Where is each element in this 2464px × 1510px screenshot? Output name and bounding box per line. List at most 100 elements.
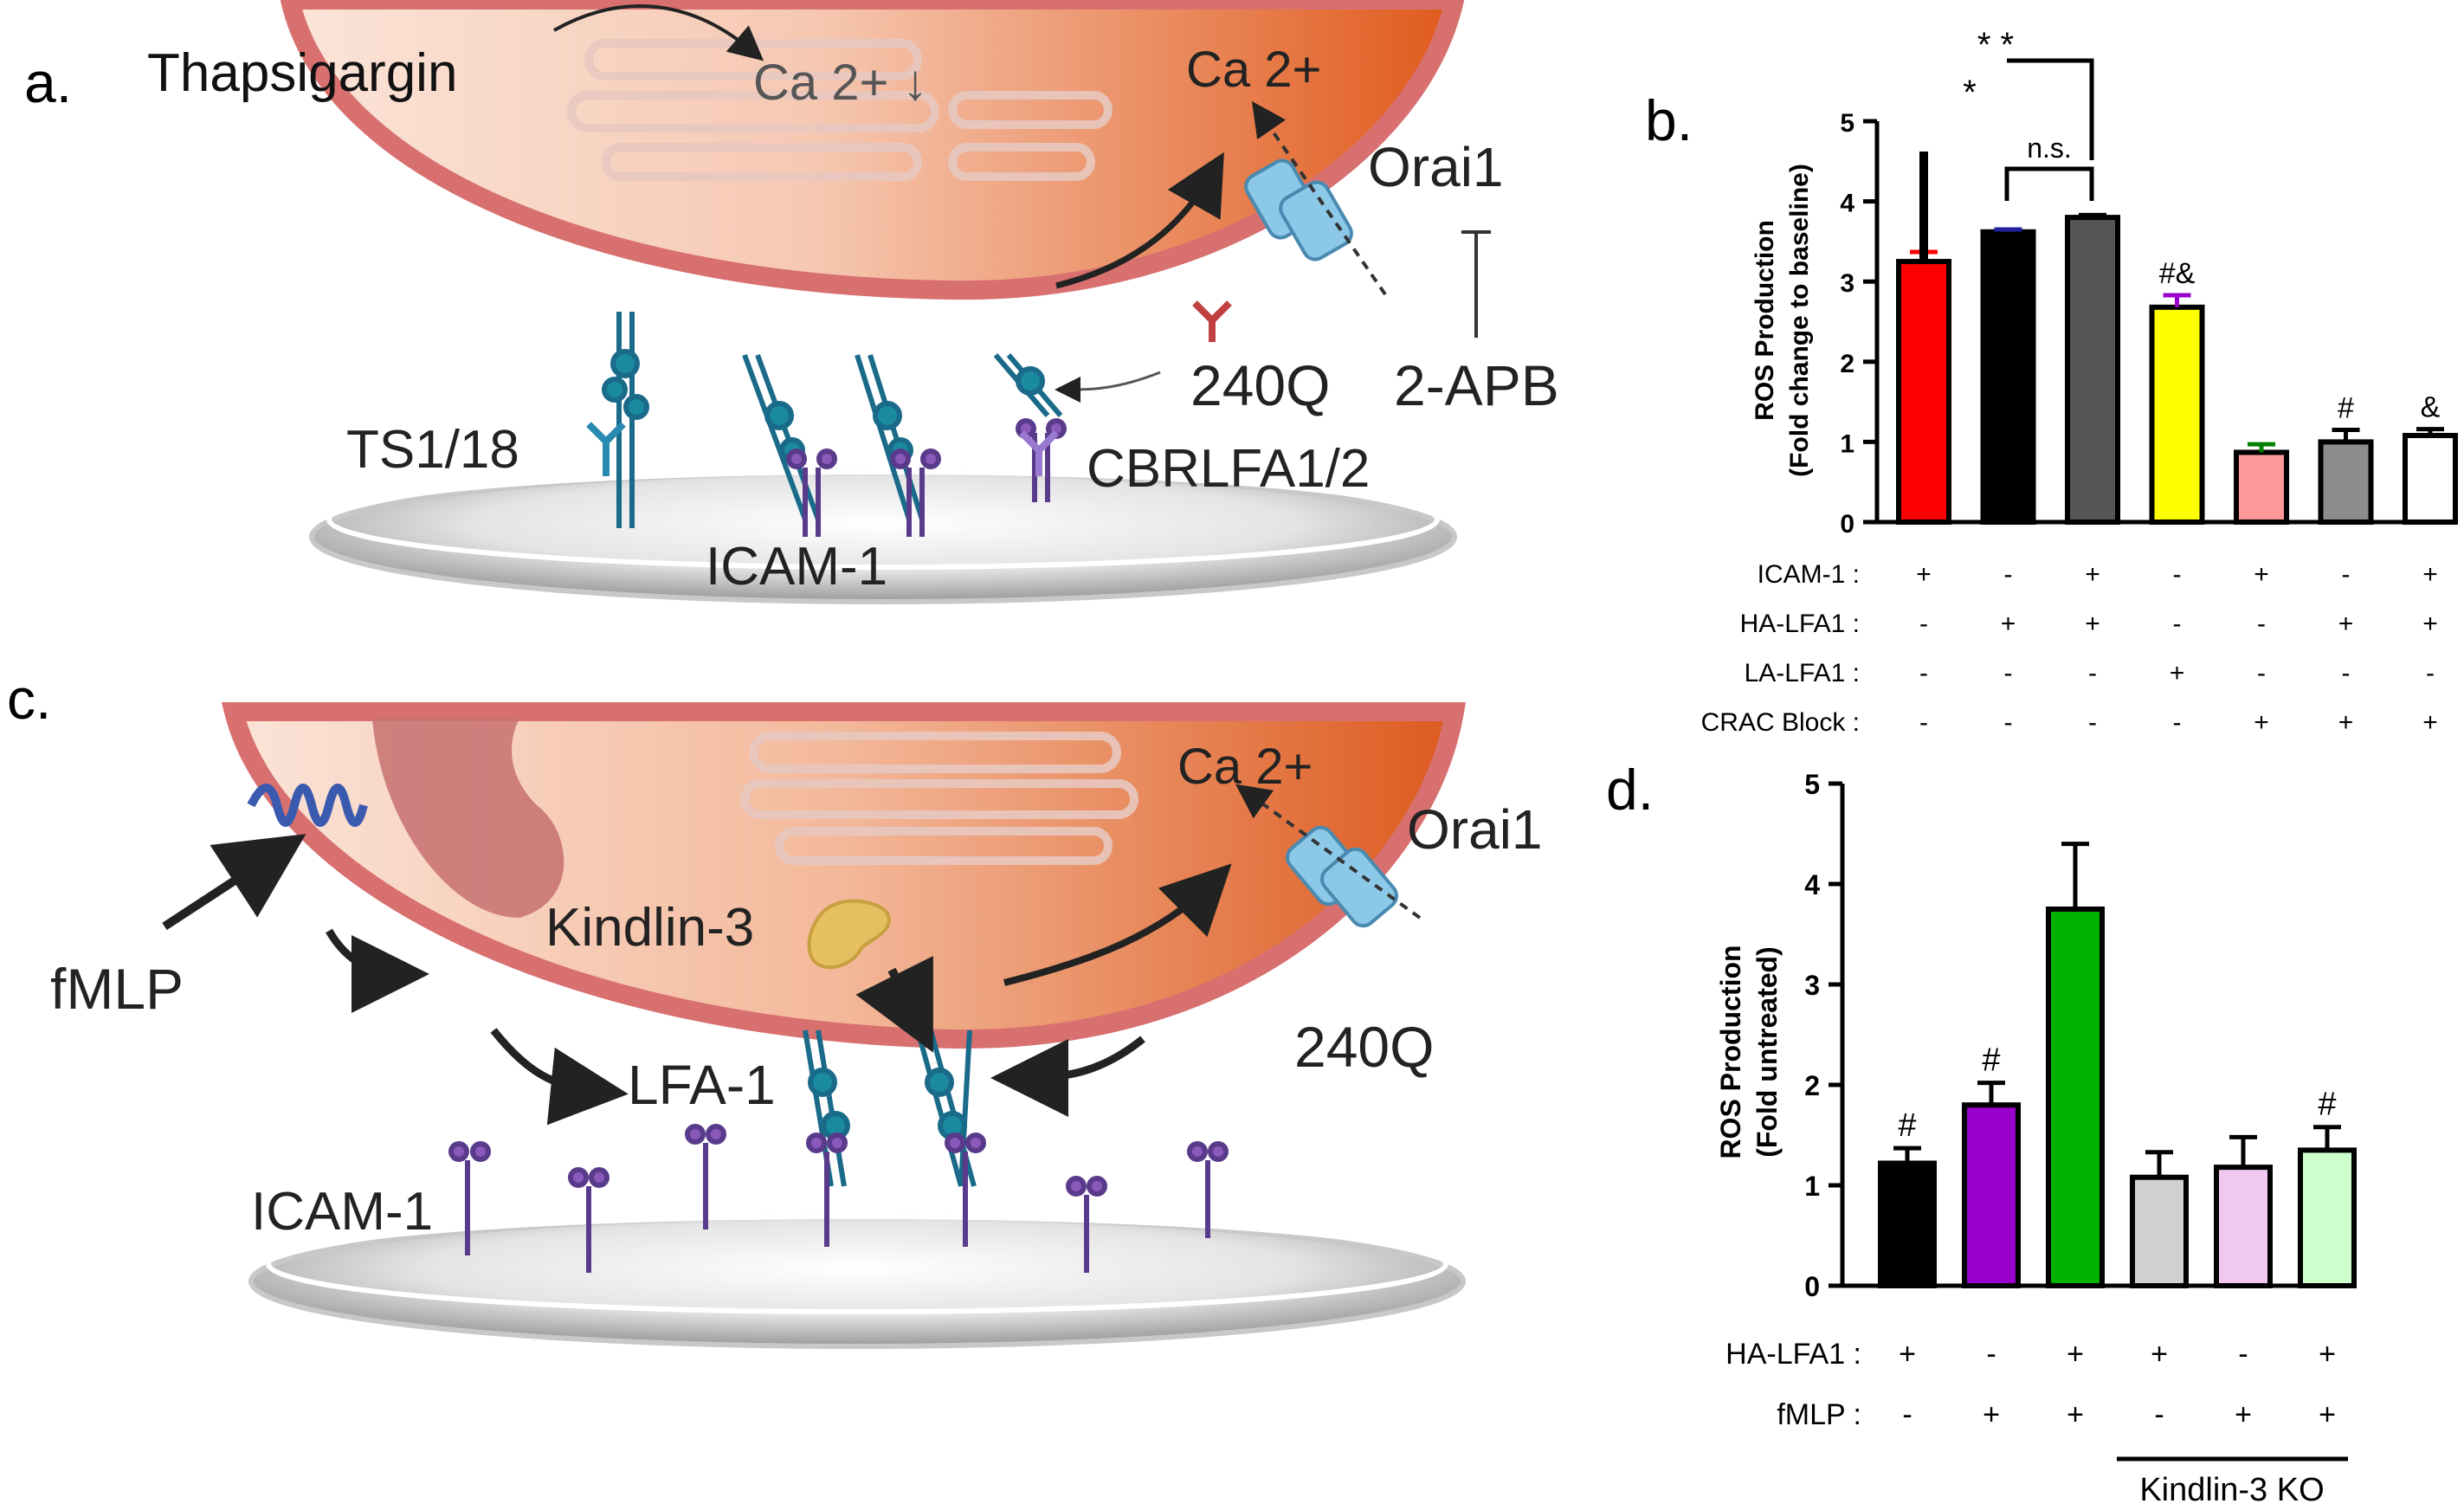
antibody-icons-a [586,300,1232,476]
d-bar [2298,1147,2357,1289]
b-condition-value: - [1919,610,1928,638]
b-bar-annotation: #& [2159,257,2196,290]
endoplasmic-reticulum-a [567,39,1113,181]
cbrlfa-label: CBRLFA1/2 [1087,439,1370,499]
chart-d: d. ROS Production (Fold untreated) 0 1 2 3 4… [1606,758,2357,1508]
ca-influx-arrow-a [1055,152,1224,289]
b-condition-value: - [1919,708,1928,737]
b-condition-value: - [2004,708,2013,737]
b-condition-value: - [2342,560,2351,589]
b-condition-value: - [2257,610,2266,638]
d-condition-value: - [2154,1398,2164,1431]
orai1-label-a: Orai1 [1368,136,1504,198]
b-condition-value: - [2342,659,2351,687]
q240-label-c: 240Q [1294,1015,1434,1079]
chart-d-panel-label: d. [1606,758,1654,822]
d-bar [2130,1174,2189,1288]
chart-b-bars [1896,215,2458,526]
d-ytick-label: 3 [1804,970,1820,1001]
d-condition-value: + [2235,1398,2252,1431]
d-condition-value: + [2067,1398,2084,1431]
b-ytick-label: 1 [1840,429,1854,458]
ts1-18-label: TS1/18 [346,420,519,480]
orai1-channel-c [1286,825,1398,928]
chart-b-annotations: #&#& [2159,257,2441,425]
chart-b-panel-label: b. [1645,88,1693,152]
b-bar [2149,304,2205,525]
b-bar [2234,449,2289,525]
panel-a-schematic: a. [24,0,1559,604]
b-condition-value: - [2426,659,2435,687]
d-ytick-label: 1 [1804,1171,1820,1202]
d-condition-value: + [1899,1338,1916,1371]
kindlin-arrow [855,955,933,1053]
icam-ligands-c [448,1124,1229,1273]
orai-dashed-arrow-c [1235,784,1422,920]
b-condition-label: LA-LFA1 : [1745,659,1860,687]
b-condition-value: - [2173,708,2182,737]
chart-d-ylabel-line1: ROS Production [1715,945,1746,1158]
b-bar [1980,229,2036,525]
d-ytick-label: 4 [1804,869,1820,900]
chart-d-error-bars [1893,842,2341,1178]
d-condition-value: - [1902,1398,1912,1431]
b-condition-value: - [2088,659,2097,687]
d-bar-annotation: # [1982,1042,2000,1079]
ca-cyto-label-a: Ca 2+ [1186,42,1321,98]
b-bar [2403,432,2458,526]
b-ytick-label: 4 [1840,190,1854,218]
chart-b-condition-table: ICAM-1 :+-+-+-+HA-LFA1 :-++--++LA-LFA1 :… [1701,560,2438,737]
b-condition-value: + [2338,610,2354,638]
b-condition-value: - [2257,659,2266,687]
b-condition-value: + [2422,610,2438,638]
b-ytick-label: 0 [1840,510,1854,539]
b-condition-value: + [2001,610,2016,638]
b-condition-value: + [2254,560,2269,589]
b-ytick-label: 2 [1840,350,1854,378]
chart-b-error-bars [1910,212,2444,453]
b-condition-value: + [2422,708,2438,737]
d-bar-annotation: # [1898,1107,1916,1144]
d-ytick-label: 0 [1804,1271,1820,1302]
d-bar [1962,1102,2021,1288]
q240-label-a: 240Q [1190,353,1330,417]
chart-b-double-star: * * [1977,26,2014,64]
b-condition-value: + [2085,560,2100,589]
icam-label-a: ICAM-1 [706,537,887,597]
b-bar-annotation: # [2338,392,2354,425]
d-bar [1878,1160,1937,1288]
chart-b-ns-label: n.s. [2027,132,2072,164]
orai1-label-c: Orai1 [1407,798,1543,861]
lfa1-label: LFA-1 [628,1054,776,1116]
b-condition-value: + [2170,659,2185,687]
icam-ligands-a [786,418,1067,537]
d-bar [2046,907,2105,1288]
b-condition-value: + [2338,708,2354,737]
b-condition-value: + [2422,560,2438,589]
d-ytick-label: 2 [1804,1070,1820,1101]
b-condition-value: - [2173,610,2182,638]
b-condition-value: + [2254,708,2269,737]
fmlp-receptor-c [247,784,368,827]
apb-label: 2-APB [1394,353,1559,417]
b-condition-label: HA-LFA1 : [1740,610,1860,638]
chart-d-ylabel-line2: (Fold untreated) [1751,946,1783,1158]
d-condition-value: + [2067,1338,2084,1371]
b-bar [2318,439,2374,525]
d-condition-value: + [2319,1338,2336,1371]
d-condition-value: + [2151,1338,2168,1371]
fmlp-arrow [162,834,306,931]
integrin-molecules-c [803,1029,977,1187]
ca-cyto-label-c: Ca 2+ [1177,739,1313,795]
receptor-arrow [326,928,429,1013]
b-condition-value: - [2088,708,2097,737]
b-bar [2065,215,2120,525]
b-condition-value: - [2004,659,2013,687]
b-condition-label: CRAC Block : [1701,708,1860,737]
d-condition-value: - [2238,1338,2248,1371]
b-ytick-label: 3 [1840,269,1854,298]
chart-b-double-star-bracket [2007,58,2094,160]
